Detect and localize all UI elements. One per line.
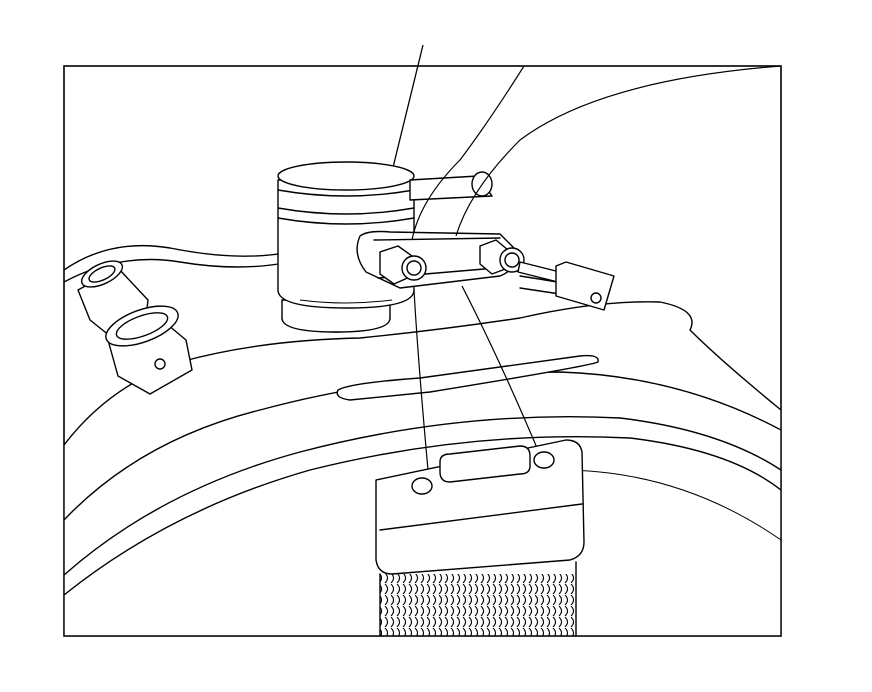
lever-bolt-left (379, 245, 427, 285)
mounting-post-back (409, 171, 493, 201)
snare-cords (411, 66, 781, 471)
snare-wires (380, 574, 576, 636)
hoop-slot (336, 354, 599, 401)
tension-lug-left-front (105, 305, 193, 395)
lever-bolt-right (479, 239, 525, 275)
snare-end-plate (375, 439, 585, 575)
drum-hoop (64, 301, 781, 636)
strainer-bracket-right (555, 261, 615, 311)
